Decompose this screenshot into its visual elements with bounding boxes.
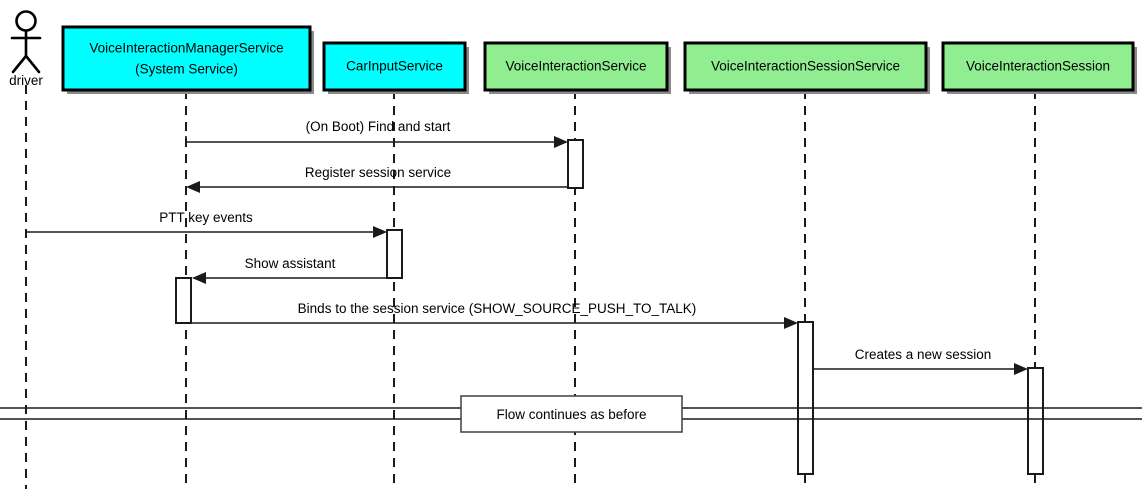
participant-vims-label-line1: VoiceInteractionManagerService bbox=[89, 41, 283, 56]
msg-m2-arrowhead-icon bbox=[186, 181, 200, 193]
message-register-session-service[interactable]: Register session service bbox=[186, 165, 568, 193]
participant-vims-box[interactable] bbox=[61, 25, 312, 92]
participant-vsessionservice-box[interactable] bbox=[683, 41, 928, 92]
message-on-boot-find-and-start[interactable]: (On Boot) Find and start bbox=[185, 119, 568, 148]
actor-leg-left-icon bbox=[11, 54, 28, 74]
message-label-m1: (On Boot) Find and start bbox=[306, 119, 451, 134]
participant-vims-label-line2: (System Service) bbox=[135, 62, 238, 77]
participant-vis-label: VoiceInteractionService bbox=[505, 59, 646, 74]
message-label-m2: Register session service bbox=[305, 165, 451, 180]
actor-label-driver: driver bbox=[9, 73, 43, 88]
msg-m5-arrowhead-icon bbox=[784, 317, 798, 329]
participant-carinput[interactable]: CarInputService bbox=[322, 41, 469, 94]
activation-bar-carinput bbox=[386, 229, 403, 279]
msg-m4-arrowhead-icon bbox=[192, 272, 206, 284]
activation-bar-vims bbox=[175, 277, 192, 324]
participant-vis[interactable]: VoiceInteractionService bbox=[483, 41, 671, 94]
participant-vsession[interactable]: VoiceInteractionSession bbox=[941, 41, 1137, 94]
actor-leg-right-icon bbox=[24, 54, 41, 74]
message-show-assistant[interactable]: Show assistant bbox=[192, 256, 402, 284]
message-label-m3: PTT key events bbox=[159, 210, 253, 225]
divider-note-box bbox=[460, 395, 683, 433]
participant-vsessionservice-label: VoiceInteractionSessionService bbox=[711, 59, 900, 74]
message-label-m6: Creates a new session bbox=[855, 347, 992, 362]
divider-note-label: Flow continues as before bbox=[496, 407, 646, 422]
message-binds-to-session-service[interactable]: Binds to the session service (SHOW_SOURC… bbox=[176, 301, 798, 329]
flow-divider: Flow continues as before bbox=[0, 395, 1142, 433]
participant-vims[interactable]: VoiceInteractionManagerService (System S… bbox=[61, 25, 314, 94]
participant-carinput-box[interactable] bbox=[322, 41, 467, 92]
msg-m3-arrowhead-icon bbox=[373, 226, 387, 238]
participant-vis-box[interactable] bbox=[483, 41, 669, 92]
actor-driver[interactable]: driver bbox=[9, 10, 43, 89]
message-creates-a-new-session[interactable]: Creates a new session bbox=[813, 347, 1028, 375]
msg-m6-arrowhead-icon bbox=[1014, 363, 1028, 375]
participant-vsessionservice[interactable]: VoiceInteractionSessionService bbox=[683, 41, 930, 94]
message-label-m4: Show assistant bbox=[245, 256, 336, 271]
activation-bar-vsession bbox=[1027, 367, 1044, 475]
message-ptt-key-events[interactable]: PTT key events bbox=[26, 210, 387, 238]
participant-carinput-label: CarInputService bbox=[346, 59, 443, 74]
participant-vsession-box[interactable] bbox=[941, 41, 1135, 92]
activation-bar-vis bbox=[567, 139, 584, 189]
activation-bar-vsessionservice bbox=[797, 321, 814, 475]
message-label-m5: Binds to the session service (SHOW_SOURC… bbox=[298, 301, 697, 316]
participant-vsession-label: VoiceInteractionSession bbox=[966, 59, 1110, 74]
actor-head-icon bbox=[15, 10, 37, 32]
msg-m1-arrowhead-icon bbox=[554, 136, 568, 148]
